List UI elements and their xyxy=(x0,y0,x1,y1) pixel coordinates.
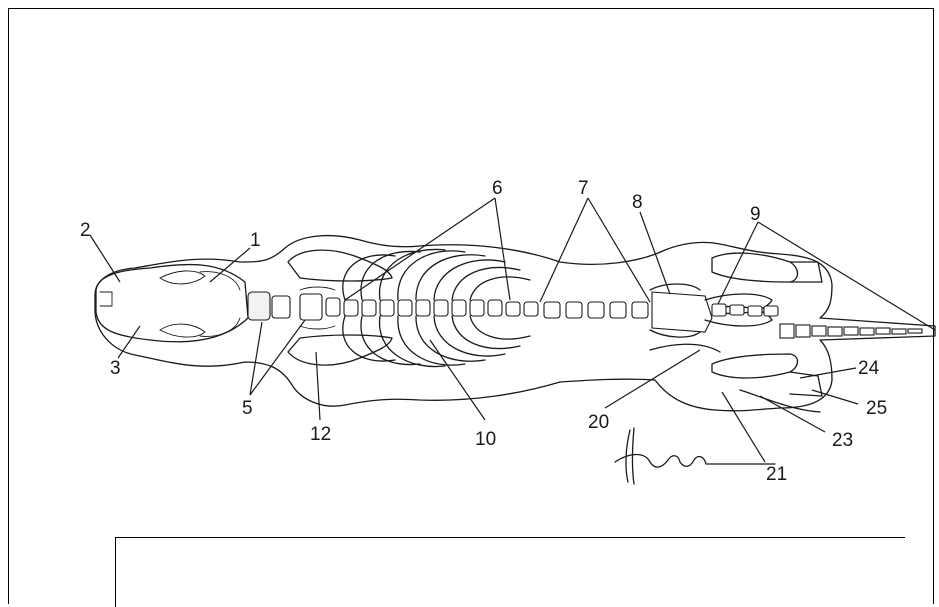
label-21: 21 xyxy=(766,464,787,485)
label-7: 7 xyxy=(578,178,589,199)
artist-signature xyxy=(615,428,775,484)
label-8: 8 xyxy=(632,192,643,213)
pelvis xyxy=(650,284,778,352)
label-23: 23 xyxy=(832,430,853,451)
label-25: 25 xyxy=(866,398,887,419)
label-9: 9 xyxy=(750,204,761,225)
label-12: 12 xyxy=(310,424,331,445)
vertebral-column xyxy=(248,292,648,320)
label-20: 20 xyxy=(588,412,609,433)
skull xyxy=(96,265,248,342)
label-6: 6 xyxy=(492,178,503,199)
label-24: 24 xyxy=(858,358,880,379)
label-2: 2 xyxy=(80,220,91,241)
label-5: 5 xyxy=(242,398,253,419)
label-10: 10 xyxy=(475,429,496,450)
tail-vertebrae xyxy=(780,324,922,338)
label-1: 1 xyxy=(250,230,261,251)
label-3: 3 xyxy=(110,358,121,379)
